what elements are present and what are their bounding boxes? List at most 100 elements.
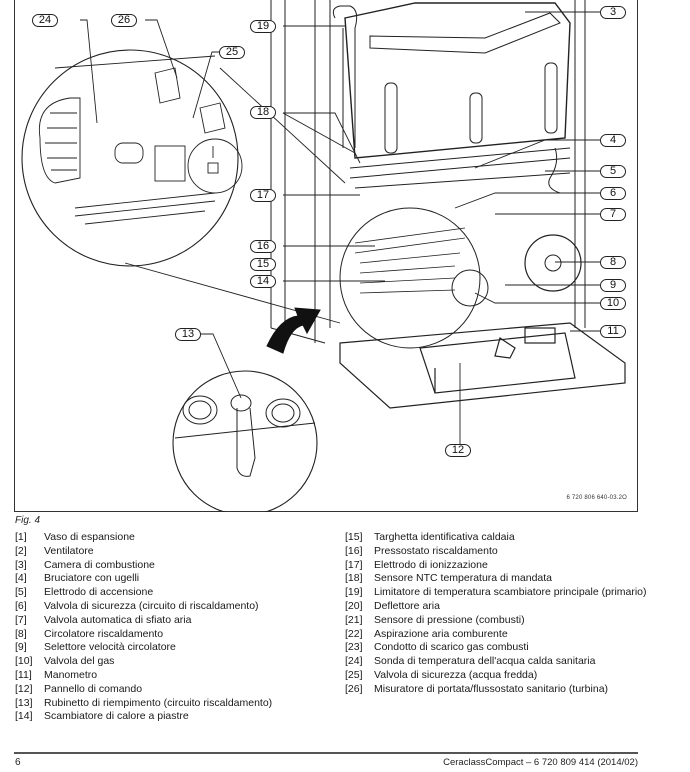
callout-25: 25 [219,46,245,59]
legend-item: [26] Misuratore di portata/flussostato sa… [345,683,647,697]
legend-text: Targhetta identificativa caldaia [374,531,515,543]
legend-text: Rubinetto di riempimento (circuito risca… [44,696,273,709]
legend-number: [19] [345,586,363,599]
legend-text: Misuratore di portata/flussostato sanita… [374,682,609,695]
legend-item: [18]Sensore NTC temperatura di mandata [345,572,647,586]
legend-text: Sonda di temperatura dell'acqua calda sa… [374,655,596,668]
legend-text: Aspirazione aria comburente [374,627,508,640]
pipes [332,5,561,194]
combustion-chamber [344,2,571,189]
callout-7: 7 [600,208,626,221]
legend-item: [16] Pressostato riscaldamento [345,545,647,559]
legend-item: [22]Aspirazione aria comburente [345,628,647,642]
figure-code: 6 720 806 640-03.2O [566,495,627,501]
legend-text: Manometro [44,668,98,681]
document-reference: CeraclassCompact – 6 720 809 414 (2014/0… [443,757,638,768]
callout-19: 19 [250,20,276,33]
legend-number: [13] [15,696,33,709]
legend-text: Vaso di espansione [44,531,135,543]
legend-number: [16] [345,544,363,557]
callout-10: 10 [600,297,626,310]
legend-number: [20] [345,599,363,612]
legend-item: [8]Circolatore riscaldamento [15,628,272,642]
legend-number: [18] [345,572,363,585]
legend-text: Valvola del gas [44,655,115,668]
detail-circle-filling-tap [172,370,318,512]
legend-text: Selettore velocità circolatore [44,641,176,654]
legend-item: [10] Valvola del gas [15,655,272,669]
legend-number: [23] [345,641,363,654]
heat-exchanger [354,227,466,294]
legend-text: Valvola di sicurezza (acqua fredda) [374,668,538,681]
callout-26: 26 [111,14,137,27]
legend-left-column: [1] Vaso di espansione [2] Ventilatore [3]… [15,531,272,724]
legend-text: Limitatore di temperatura scambiatore pr… [374,586,647,599]
legend-number: [26] [345,682,363,695]
filling-tap-parts [174,394,316,477]
callout-3: 3 [600,6,626,19]
callout-6: 6 [600,187,626,200]
callout-13: 13 [175,328,201,341]
legend-number: [11] [15,668,32,681]
callout-11: 11 [600,325,626,338]
callout-4: 4 [600,134,626,147]
legend-text: Camera di combustione [44,558,155,571]
legend-number: [1] [15,531,27,543]
legend-text: Pressostato riscaldamento [374,544,498,557]
legend-text: Valvola automatica di sfiato aria [44,613,192,626]
legend-text: Condotto di scarico gas combusti [374,641,529,654]
legend-item: [5]Elettrodo di accensione [15,586,272,600]
legend-item: [3] Camera di combustione [15,559,272,573]
legend-item: [21]Sensore di pressione (combusti) [345,614,647,628]
legend-number: [12] [15,682,33,695]
legend-text: Scambiatore di calore a piastre [44,710,189,723]
legend-item: [9] Selettore velocità circolatore [15,641,272,655]
figure-caption: Fig. 4 [15,515,41,526]
callout-15: 15 [250,258,276,271]
legend-text: Elettrodo di ionizzazione [374,558,488,571]
legend-item: [25]Valvola di sicurezza (acqua fredda) [345,669,647,683]
gas-valve-dial [451,269,489,307]
legend-item: [1] Vaso di espansione [15,531,272,545]
legend-item: [13] Rubinetto di riempimento (circuito r… [15,697,272,711]
callout-16: 16 [250,240,276,253]
callout-12: 12 [445,444,471,457]
legend-item: [24]Sonda di temperatura dell'acqua cald… [345,655,647,669]
callout-5: 5 [600,165,626,178]
legend-right-column: [15] Targhetta identificativa caldaia [16… [345,531,647,697]
legend-item: [7] Valvola automatica di sfiato aria [15,614,272,628]
callout-14: 14 [250,275,276,288]
callout-9: 9 [600,279,626,292]
legend-number: [2] [15,544,27,557]
magnifier-circle [339,207,481,349]
legend-number: [14] [15,710,33,723]
detail-sanitary-parts [38,55,243,225]
legend-number: [6] [15,599,27,612]
control-panel [339,322,626,409]
legend-item: [19] Limitatore di temperatura scambiator… [345,586,647,600]
legend-text: Deflettore aria [374,599,440,612]
legend-text: Ventilatore [44,544,94,557]
legend-item: [12]Pannello di comando [15,683,272,697]
boiler-illustration [21,0,626,512]
legend-number: [15] [345,531,363,543]
legend-number: [7] [15,613,27,626]
legend-number: [9] [15,641,27,654]
legend-item: [15] Targhetta identificativa caldaia [345,531,647,545]
legend-text: Elettrodo di accensione [44,586,154,599]
arrow-icon [266,307,321,354]
page-number: 6 [15,757,21,768]
callout-8: 8 [600,256,626,269]
legend-number: [17] [345,558,363,571]
leader-lines [80,11,600,444]
legend-item: [11] Manometro [15,669,272,683]
legend-item: [23] Condotto di scarico gas combusti [345,641,647,655]
legend-item: [20] Deflettore aria [345,600,647,614]
boiler-casing [270,0,586,344]
legend-item: [6] Valvola di sicurezza (circuito di ris… [15,600,272,614]
legend-number: [8] [15,627,27,640]
legend-text: Valvola di sicurezza (circuito di riscal… [44,599,259,612]
legend-number: [3] [15,558,27,571]
pump [524,234,582,292]
legend-number: [10] [15,655,33,668]
